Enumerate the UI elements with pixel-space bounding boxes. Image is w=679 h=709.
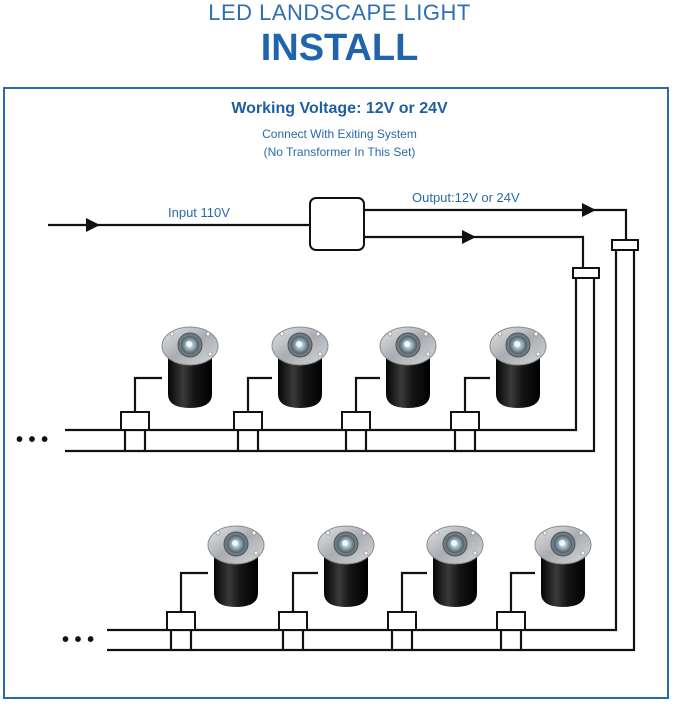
header-subtitle: LED LANDSCAPE LIGHT <box>208 0 471 25</box>
lower-row-continuation: • • • <box>62 629 94 651</box>
transformer-box <box>309 197 365 251</box>
output-label: Output:12V or 24V <box>412 190 520 205</box>
note-connect-existing-system: Connect With Exiting System <box>262 127 417 141</box>
lower-row-junction <box>611 239 639 251</box>
output-wire-lower <box>364 235 585 268</box>
diagram-frame <box>3 87 669 699</box>
input-label: Input 110V <box>168 205 230 220</box>
light-upper-2 <box>233 326 329 451</box>
lower-row <box>166 525 592 650</box>
light-lower-3 <box>387 525 484 650</box>
output-arrow-top <box>582 203 596 217</box>
light-lower-2 <box>278 525 375 650</box>
upper-row-continuation: • • • <box>16 429 48 451</box>
input-arrow <box>86 218 100 232</box>
upper-row-bus-bottom <box>65 278 596 453</box>
upper-row <box>120 326 547 451</box>
page-title: INSTALL <box>260 27 419 69</box>
light-upper-1 <box>120 326 219 451</box>
lower-row-bus-top <box>107 250 618 632</box>
output-wire-top <box>364 208 628 240</box>
light-lower-1 <box>166 525 265 650</box>
light-upper-4 <box>450 326 547 451</box>
note-no-transformer: (No Transformer In This Set) <box>263 145 416 159</box>
light-upper-3 <box>341 326 437 451</box>
light-lower-4 <box>496 525 592 650</box>
upper-row-junction <box>572 267 600 279</box>
working-voltage-title: Working Voltage: 12V or 24V <box>231 100 448 117</box>
output-arrow-lower <box>462 230 476 244</box>
